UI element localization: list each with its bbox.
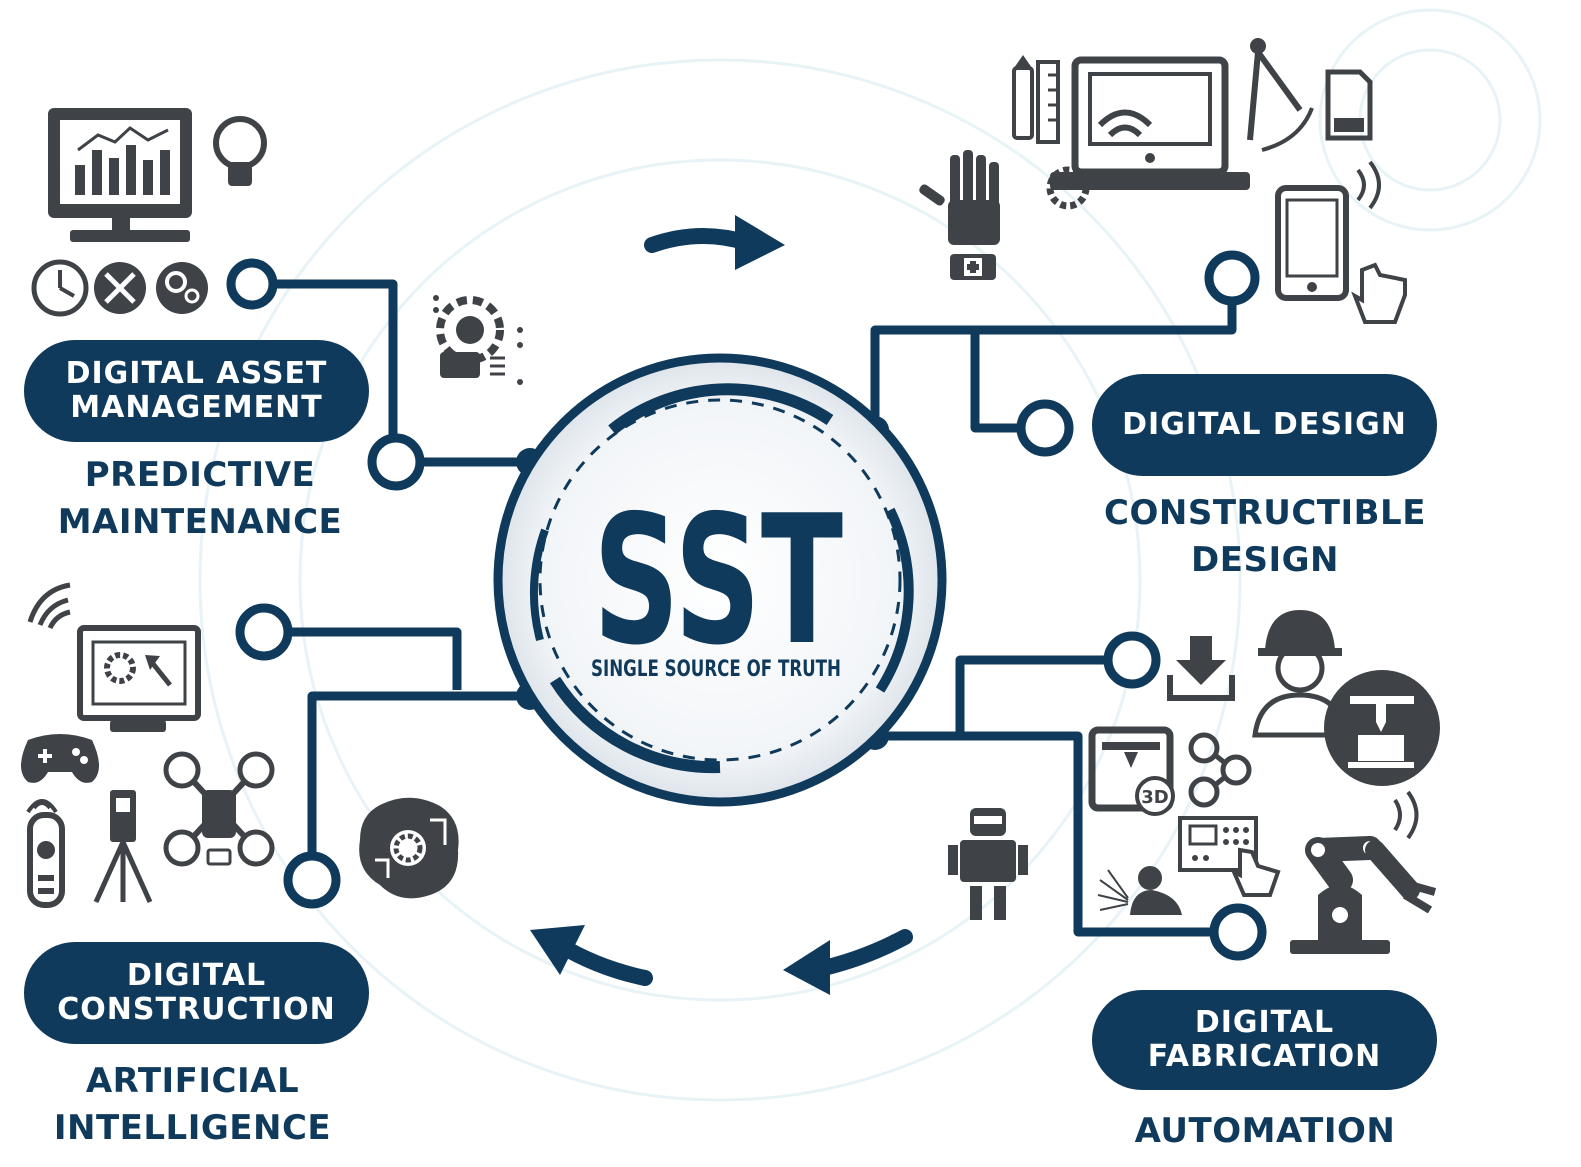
constructible-design-label: CONSTRUCTIBLE DESIGN (1085, 490, 1445, 584)
design-title: DIGITAL DESIGN (1122, 407, 1407, 443)
design-sub-line2: DESIGN (1191, 539, 1339, 580)
robot-icon (948, 808, 1028, 920)
sd-card-icon (1325, 69, 1373, 141)
asset-sub-line1: PREDICTIVE (84, 455, 316, 495)
brain-gear-icon (359, 797, 459, 899)
asset-title-line2: MANAGEMENT (70, 390, 323, 425)
fabrication-title-line2: FABRICATION (1147, 1039, 1382, 1074)
svg-text:3D: 3D (1141, 787, 1168, 808)
robot-hand-icon (919, 150, 1000, 280)
ruler-pencil-icon (1012, 55, 1060, 144)
center-acronym: SST (593, 477, 843, 684)
fabrication-sub-line1: AUTOMATION (1134, 1111, 1396, 1151)
clock-icon (31, 259, 89, 317)
node-construction-top (235, 603, 293, 661)
node-construction-bottom (283, 851, 341, 909)
engineer-icon (1252, 610, 1348, 738)
node-asset-top (226, 258, 278, 310)
arrow-bottom-left-icon (530, 925, 653, 986)
download-icon (1167, 636, 1235, 701)
artificial-intelligence-label: ARTIFICIAL INTELLIGENCE (20, 1058, 365, 1152)
center-full-name: SINGLE SOURCE OF TRUTH (591, 657, 841, 682)
construction-sub-line2: INTELLIGENCE (53, 1107, 332, 1148)
node-fabrication-bottom (1209, 903, 1267, 961)
printer-3d-icon: 3D (1088, 726, 1175, 816)
digital-asset-management-label: DIGITAL ASSET MANAGEMENT (24, 340, 369, 442)
laptop-wifi-icon (1046, 56, 1250, 210)
flow-arrows (530, 215, 913, 995)
sst-hub (493, 353, 947, 807)
digital-design-label: DIGITAL DESIGN (1092, 374, 1437, 476)
asset-sub-line2: MAINTENANCE (57, 501, 343, 542)
drone-icon (163, 751, 275, 867)
remote-control-icon (26, 799, 65, 908)
construction-title-line2: CONSTRUCTION (57, 992, 336, 1027)
share-icon (1188, 732, 1252, 808)
monitor-settings-icon (77, 625, 201, 732)
monitor-chart-icon (48, 108, 192, 242)
node-design-top (1204, 250, 1260, 306)
cnc-machine-icon (1324, 670, 1440, 786)
construction-sub-line1: ARTIFICIAL (85, 1061, 300, 1101)
arrow-top-right-icon (644, 215, 785, 270)
digital-fabrication-label: DIGITAL FABRICATION (1092, 990, 1437, 1090)
background-rings (198, 8, 1542, 1102)
node-design-mid (1016, 399, 1074, 457)
gears-icon (156, 262, 208, 314)
node-fabrication-top (1103, 631, 1161, 689)
automation-label: AUTOMATION (1085, 1108, 1445, 1155)
asset-title-line1: DIGITAL ASSET (65, 356, 328, 392)
control-panel-icon (1178, 816, 1281, 897)
construction-title-line1: DIGITAL (126, 958, 267, 994)
arrow-bottom-center-left-icon (783, 929, 913, 995)
robot-arm-icon (1290, 790, 1437, 954)
tablet-touch-icon (1275, 160, 1407, 324)
design-sub-line1: CONSTRUCTIBLE (1104, 493, 1426, 533)
maintenance-gear-icon (433, 295, 523, 385)
predictive-maintenance-label: PREDICTIVE MAINTENANCE (20, 452, 380, 546)
circuit-lines (275, 279, 1237, 937)
tools-icon (94, 262, 146, 314)
wifi-signal-icon (27, 582, 71, 630)
connector-nodes (226, 250, 1267, 961)
welder-icon (1097, 866, 1182, 915)
fabrication-title-line1: DIGITAL (1194, 1005, 1335, 1041)
gamepad-icon (21, 734, 99, 783)
digital-construction-label: DIGITAL CONSTRUCTION (24, 942, 369, 1044)
lightbulb-icon (213, 116, 267, 186)
node-asset-mid (367, 433, 425, 491)
surveying-tripod-icon (93, 790, 153, 904)
compass-icon (1247, 38, 1314, 152)
